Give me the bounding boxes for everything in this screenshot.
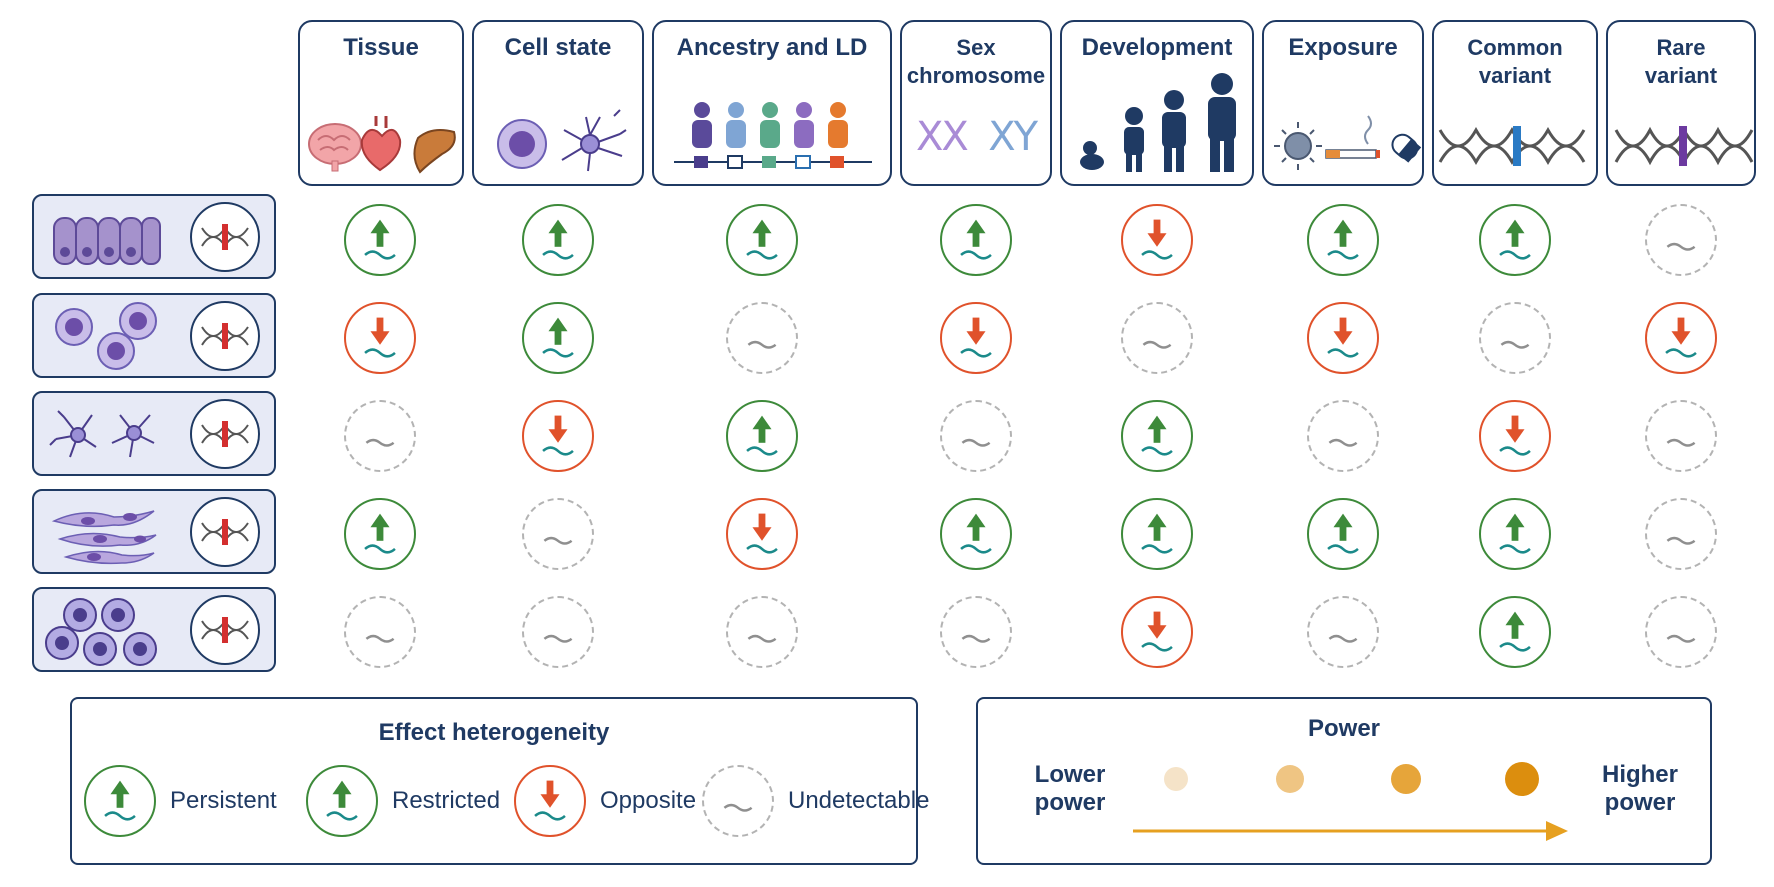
dna-rare-variant-icon xyxy=(1614,126,1754,166)
power-title: Power xyxy=(1307,715,1381,742)
effect-down-round-cells-sex-chromosome xyxy=(940,302,1012,374)
effect-none-neurons-tissue xyxy=(344,400,416,472)
effect-up-fibroblasts-common-variant xyxy=(1479,498,1551,570)
effect-none-neurons-exposure xyxy=(1307,400,1379,472)
power-dot-3 xyxy=(1391,764,1421,794)
effect-none-cell-cluster-rare-variant xyxy=(1645,596,1717,668)
effect-down-epithelial-cells-development xyxy=(1121,204,1193,276)
effect-none-round-cells-development xyxy=(1121,302,1193,374)
dna-common-variant-icon xyxy=(1438,126,1586,166)
column-title: Cell state xyxy=(504,34,612,61)
dna-variant-icon xyxy=(190,595,260,665)
column-header-ancestry-ld: Ancestry and LD xyxy=(652,20,892,186)
column-title: Development xyxy=(1081,34,1233,61)
legend-label-opposite: Opposite xyxy=(600,787,697,814)
legend-symbol-undetectable xyxy=(702,765,774,837)
epithelial-cells-icon xyxy=(53,217,161,265)
legend-label-restricted: Restricted xyxy=(392,787,501,814)
effect-up-round-cells-cell-state xyxy=(522,302,594,374)
row-header-cell-cluster xyxy=(32,587,276,672)
effect-up-epithelial-cells-common-variant xyxy=(1479,204,1551,276)
legend-symbol-persistent xyxy=(84,765,156,837)
legend-label-persistent: Persistent xyxy=(170,787,277,814)
effect-none-neurons-sex-chromosome xyxy=(940,400,1012,472)
effect-down-round-cells-tissue xyxy=(344,302,416,374)
effect-up-epithelial-cells-exposure xyxy=(1307,204,1379,276)
column-title: Tissue xyxy=(343,34,419,61)
effect-up-fibroblasts-development xyxy=(1121,498,1193,570)
development-stages-icon xyxy=(1080,73,1236,172)
effect-down-round-cells-rare-variant xyxy=(1645,302,1717,374)
effect-up-epithelial-cells-cell-state xyxy=(522,204,594,276)
column-header-exposure: Exposure xyxy=(1262,20,1424,186)
effect-none-epithelial-cells-rare-variant xyxy=(1645,204,1717,276)
round-cells-icon xyxy=(55,302,157,370)
effect-none-cell-cluster-tissue xyxy=(344,596,416,668)
effect-up-fibroblasts-sex-chromosome xyxy=(940,498,1012,570)
effect-none-cell-cluster-exposure xyxy=(1307,596,1379,668)
legend-label-undetectable: Undetectable xyxy=(788,787,930,814)
effect-down-neurons-common-variant xyxy=(1479,400,1551,472)
dna-variant-icon xyxy=(190,202,260,272)
legend-symbol-opposite xyxy=(514,765,586,837)
dna-variant-icon xyxy=(190,497,260,567)
organs-icon xyxy=(308,116,456,174)
effect-heterogeneity-legend: Effect heterogeneity Persistent Restrict… xyxy=(70,697,929,865)
effect-up-fibroblasts-exposure xyxy=(1307,498,1379,570)
effect-down-round-cells-exposure xyxy=(1307,302,1379,374)
effect-down-neurons-cell-state xyxy=(522,400,594,472)
row-header-fibroblasts xyxy=(32,489,276,574)
exposure-icon xyxy=(1274,115,1422,170)
dna-variant-icon xyxy=(190,301,260,371)
effect-up-epithelial-cells-sex-chromosome xyxy=(940,204,1012,276)
effect-none-cell-cluster-sex-chromosome xyxy=(940,596,1012,668)
effect-up-epithelial-cells-ancestry-ld xyxy=(726,204,798,276)
row-header-round-cells xyxy=(32,293,276,378)
power-dot-2 xyxy=(1276,765,1304,793)
effect-up-neurons-ancestry-ld xyxy=(726,400,798,472)
effect-none-fibroblasts-cell-state xyxy=(522,498,594,570)
effect-up-neurons-development xyxy=(1121,400,1193,472)
legend-title: Effect heterogeneity xyxy=(378,719,610,746)
row-header-neurons xyxy=(32,391,276,476)
effect-none-round-cells-ancestry-ld xyxy=(726,302,798,374)
effect-none-cell-cluster-cell-state xyxy=(522,596,594,668)
fibroblasts-icon xyxy=(51,510,157,565)
column-header-development: Development xyxy=(1060,20,1254,186)
cell-cluster-icon xyxy=(45,598,157,666)
effect-up-fibroblasts-tissue xyxy=(344,498,416,570)
column-header-tissue: Tissue xyxy=(298,20,464,186)
power-dot-4 xyxy=(1505,762,1539,796)
neurons-icon xyxy=(49,410,155,458)
effect-down-fibroblasts-ancestry-ld xyxy=(726,498,798,570)
cells-icon xyxy=(497,109,627,172)
dna-variant-icon xyxy=(190,399,260,469)
effect-up-epithelial-cells-tissue xyxy=(344,204,416,276)
column-header-cell-state: Cell state xyxy=(472,20,644,186)
power-arrow-head xyxy=(1546,821,1568,841)
effect-none-cell-cluster-ancestry-ld xyxy=(726,596,798,668)
xx-xy-icon: XX XY xyxy=(915,114,1038,160)
effect-none-round-cells-common-variant xyxy=(1479,302,1551,374)
power-dot-1 xyxy=(1164,767,1188,791)
effect-up-cell-cluster-common-variant xyxy=(1479,596,1551,668)
power-scale xyxy=(1133,762,1568,841)
effect-down-cell-cluster-development xyxy=(1121,596,1193,668)
column-title: Ancestry and LD xyxy=(676,34,868,61)
effect-none-neurons-rare-variant xyxy=(1645,400,1717,472)
row-header-epithelial xyxy=(32,194,276,279)
legend-symbol-restricted xyxy=(306,765,378,837)
effect-none-fibroblasts-rare-variant xyxy=(1645,498,1717,570)
people-haplotype-icon xyxy=(674,102,872,169)
column-title: Exposure xyxy=(1288,34,1398,61)
